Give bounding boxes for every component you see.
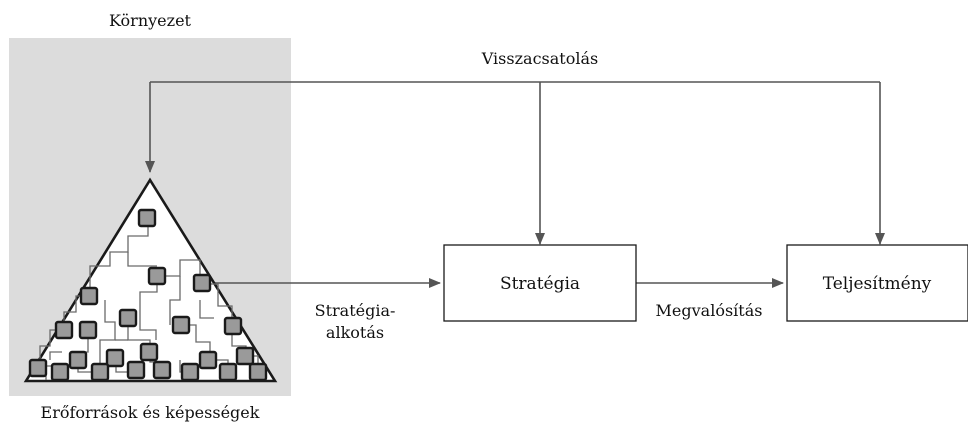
capability-node: [90, 362, 110, 382]
capability-node: [152, 360, 172, 380]
resources-label: Erőforrások és képességek: [41, 403, 260, 422]
capability-node: [198, 350, 218, 370]
capability-node: [105, 348, 125, 368]
capability-node: [79, 286, 99, 306]
capability-node: [218, 362, 238, 382]
feedback-loop: [145, 81, 885, 245]
environment-label: Környezet: [109, 11, 192, 30]
strategy-box: [443, 244, 637, 322]
performance-box-label: Teljesítmény: [823, 274, 932, 294]
capability-nodes: [28, 208, 268, 382]
capability-node: [248, 362, 268, 382]
capability-node: [68, 350, 88, 370]
performance-box: [786, 244, 968, 322]
capability-node: [126, 360, 146, 380]
feedback-label: Visszacsatolás: [481, 49, 598, 68]
capability-node: [147, 266, 167, 286]
implementation-label: Megvalósítás: [656, 301, 763, 320]
capability-node: [118, 308, 138, 328]
capability-node: [192, 273, 212, 293]
capability-node: [28, 358, 48, 378]
capability-node: [180, 362, 200, 382]
capability-node: [171, 315, 191, 335]
capability-node: [223, 316, 243, 336]
capability-node: [50, 362, 70, 382]
capability-node: [139, 342, 159, 362]
capability-node: [137, 208, 157, 228]
strategy-making-label-line2: alkotás: [326, 323, 384, 342]
strategy-making-label-line1: Stratégia-: [315, 301, 396, 320]
strategy-box-label: Stratégia: [500, 274, 580, 294]
resources-triangle: [23, 177, 278, 383]
capability-node: [54, 320, 74, 340]
capability-node: [235, 346, 255, 366]
capability-node: [78, 320, 98, 340]
